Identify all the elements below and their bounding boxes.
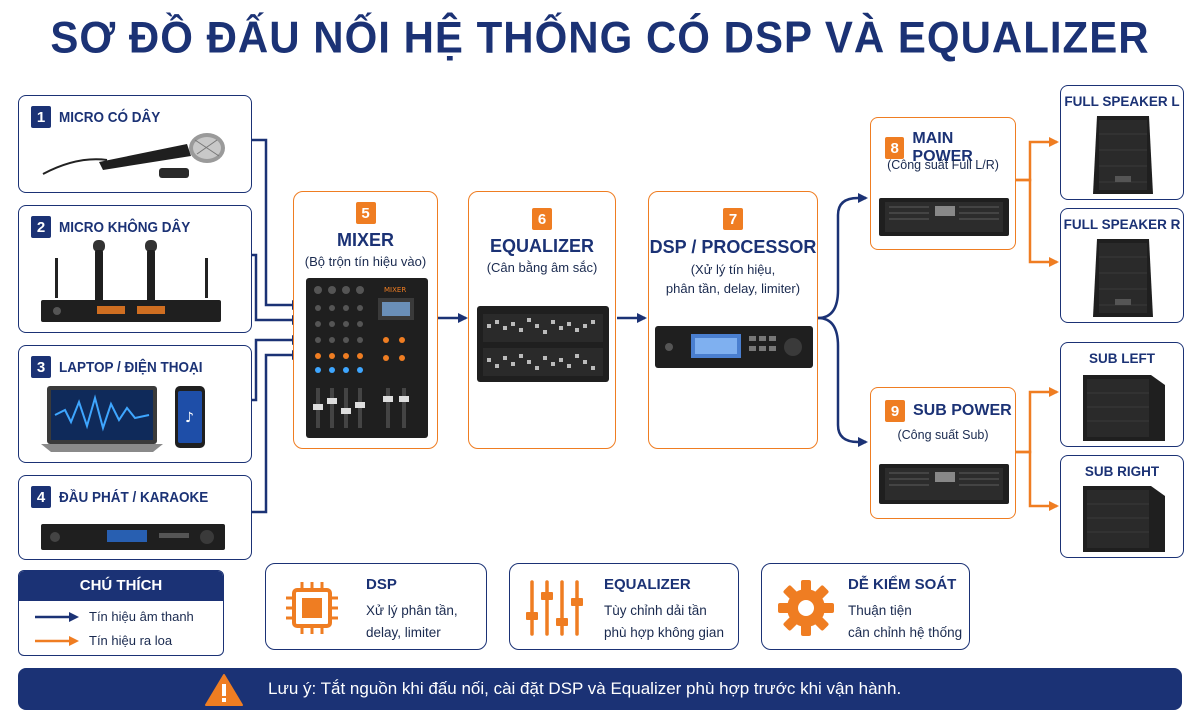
speaker-title: SUB LEFT [1061, 351, 1183, 366]
orange-arrow-icon [35, 635, 79, 647]
source-player-karaoke: 4 ĐẦU PHÁT / KARAOKE [18, 475, 252, 560]
arrow-dsp-to-sub [818, 318, 866, 442]
processor-subtitle-line1: (Xử lý tín hiệu, [649, 260, 817, 279]
source-laptop-phone: 3 LAPTOP / ĐIỆN THOẠI ♪ [18, 345, 252, 463]
feature-desc-line1: Thuận tiện [848, 600, 912, 622]
wireless-microphone-receiver-icon [37, 238, 237, 330]
note-bar: Lưu ý: Tắt nguồn khi đấu nối, cài đặt DS… [18, 668, 1182, 710]
dsp-processor-device-icon [655, 322, 813, 372]
source-label: MICRO CÓ DÂY [59, 109, 160, 126]
legend-speaker-signal: Tín hiệu ra loa [89, 633, 172, 648]
feature-equalizer: EQUALIZER Tùy chỉnh dải tần phù hợp khôn… [509, 563, 739, 650]
amp-number: 8 [885, 137, 904, 159]
source-label: ĐẦU PHÁT / KARAOKE [59, 489, 208, 506]
processor-title: EQUALIZER [469, 236, 615, 257]
karaoke-player-icon [37, 520, 233, 556]
speaker-full-right: FULL SPEAKER R [1060, 208, 1184, 323]
source-label: MICRO KHÔNG DÂY [59, 219, 190, 236]
source-wireless-mic: 2 MICRO KHÔNG DÂY [18, 205, 252, 333]
warning-icon [204, 673, 244, 707]
source-number: 4 [31, 486, 51, 508]
feature-title: DSP [366, 576, 397, 593]
processor-equalizer: 6 EQUALIZER (Cân bằng âm sắc) [468, 191, 616, 449]
svg-text:♪: ♪ [185, 410, 194, 426]
equalizer-device-icon [477, 306, 609, 382]
wired-microphone-icon [37, 126, 237, 186]
feature-easy-control: DỄ KIỂM SOÁT Thuận tiện cân chỉnh hệ thố… [761, 563, 970, 650]
processor-subtitle: (Cân bằng âm sắc) [469, 258, 615, 277]
sliders-icon [524, 578, 586, 638]
speaker-title: FULL SPEAKER R [1061, 217, 1183, 232]
note-text: Lưu ý: Tắt nguồn khi đấu nối, cài đặt DS… [268, 668, 901, 710]
source-wired-mic: 1 MICRO CÓ DÂY [18, 95, 252, 193]
processor-title: MIXER [294, 230, 437, 251]
laptop-phone-icon: ♪ [41, 382, 241, 460]
navy-arrow-icon [35, 611, 79, 623]
amp-main-power: 8 MAIN POWER (Công suất Full L/R) [870, 117, 1016, 250]
legend-title: CHÚ THÍCH [19, 571, 223, 601]
source-label: LAPTOP / ĐIỆN THOẠI [59, 359, 203, 376]
chip-icon [284, 580, 340, 636]
mixer-brand-label: MIXER [384, 286, 406, 294]
amp-subtitle: (Công suất Sub) [871, 428, 1015, 442]
processor-number: 7 [723, 208, 743, 230]
processor-subtitle-line2: phân tần, delay, limiter) [649, 279, 817, 298]
arrow-sub-to-left [1016, 392, 1057, 452]
full-range-speaker-icon [1093, 237, 1155, 319]
speaker-full-left: FULL SPEAKER L [1060, 85, 1184, 200]
amp-title: SUB POWER [913, 402, 1012, 420]
amp-subtitle: (Công suất Full L/R) [871, 158, 1015, 172]
processor-subtitle: (Bộ trộn tín hiệu vào) [294, 252, 437, 271]
processor-number: 6 [532, 208, 552, 230]
feature-desc-line2: delay, limiter [366, 622, 441, 644]
processor-dsp: 7 DSP / PROCESSOR (Xử lý tín hiệu, phân … [648, 191, 818, 449]
power-amplifier-icon [879, 192, 1009, 242]
feature-desc-line1: Xử lý phân tần, [366, 600, 458, 622]
power-amplifier-icon [879, 458, 1009, 510]
legend-audio-signal: Tín hiệu âm thanh [89, 609, 194, 624]
gear-icon [776, 578, 836, 638]
source-number: 2 [31, 216, 51, 238]
amp-sub-power: 9 SUB POWER (Công suất Sub) [870, 387, 1016, 519]
source-number: 1 [31, 106, 51, 128]
feature-desc-line2: cân chỉnh hệ thống [848, 622, 962, 644]
subwoofer-icon [1081, 373, 1167, 443]
speaker-sub-left: SUB LEFT [1060, 342, 1184, 447]
feature-title: EQUALIZER [604, 576, 691, 593]
feature-desc-line1: Tùy chỉnh dải tần [604, 600, 707, 622]
legend: CHÚ THÍCH Tín hiệu âm thanh Tín hiệu ra … [18, 570, 224, 656]
speaker-sub-right: SUB RIGHT [1060, 455, 1184, 558]
processor-title: DSP / PROCESSOR [649, 237, 817, 258]
amp-number: 9 [885, 400, 905, 422]
arrow-main-to-full-r [1016, 180, 1057, 262]
feature-dsp: DSP Xử lý phân tần, delay, limiter [265, 563, 487, 650]
speaker-title: SUB RIGHT [1061, 464, 1183, 479]
processor-number: 5 [356, 202, 376, 224]
full-range-speaker-icon [1093, 114, 1155, 196]
processor-mixer: 5 MIXER (Bộ trộn tín hiệu vào) MIXER [293, 191, 438, 449]
feature-desc-line2: phù hợp không gian [604, 622, 724, 644]
speaker-title: FULL SPEAKER L [1061, 94, 1183, 109]
feature-title: DỄ KIỂM SOÁT [848, 576, 956, 593]
arrow-dsp-to-main [818, 198, 866, 318]
arrow-sub-to-right [1016, 452, 1057, 506]
arrow-main-to-full-l [1016, 142, 1057, 180]
source-number: 3 [31, 356, 51, 378]
subwoofer-icon [1081, 484, 1167, 554]
mixer-device-icon: MIXER [306, 278, 428, 438]
